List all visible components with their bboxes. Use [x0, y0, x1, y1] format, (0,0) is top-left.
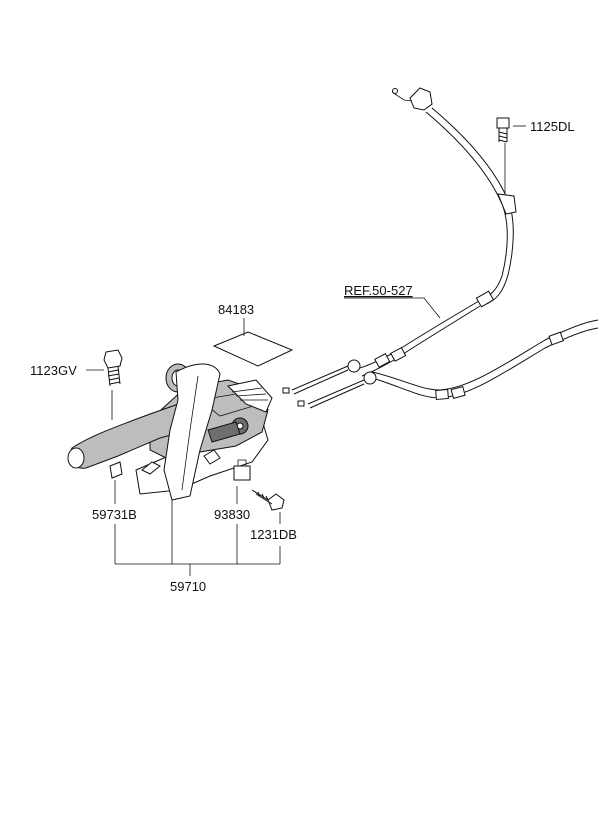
bolt-1125DL — [496, 117, 510, 143]
label-plate-84183 — [212, 331, 294, 367]
label-1125DL: 1125DL — [530, 119, 575, 134]
parking-brake-cable — [282, 87, 599, 409]
label-ref-50-527: REF.50-527 — [344, 283, 413, 298]
bolt-1123GV — [103, 349, 123, 387]
label-93830: 93830 — [214, 507, 250, 522]
label-1231DB: 1231DB — [250, 527, 297, 542]
label-1123GV: 1123GV — [30, 363, 77, 378]
label-84183: 84183 — [218, 302, 254, 317]
label-59710: 59710 — [170, 579, 206, 594]
bolt-1231DB — [251, 489, 285, 511]
clip-59731B — [109, 461, 123, 479]
parking-brake-lever-assembly — [67, 363, 273, 501]
label-59731B: 59731B — [92, 507, 137, 522]
leader-lines — [86, 125, 526, 576]
